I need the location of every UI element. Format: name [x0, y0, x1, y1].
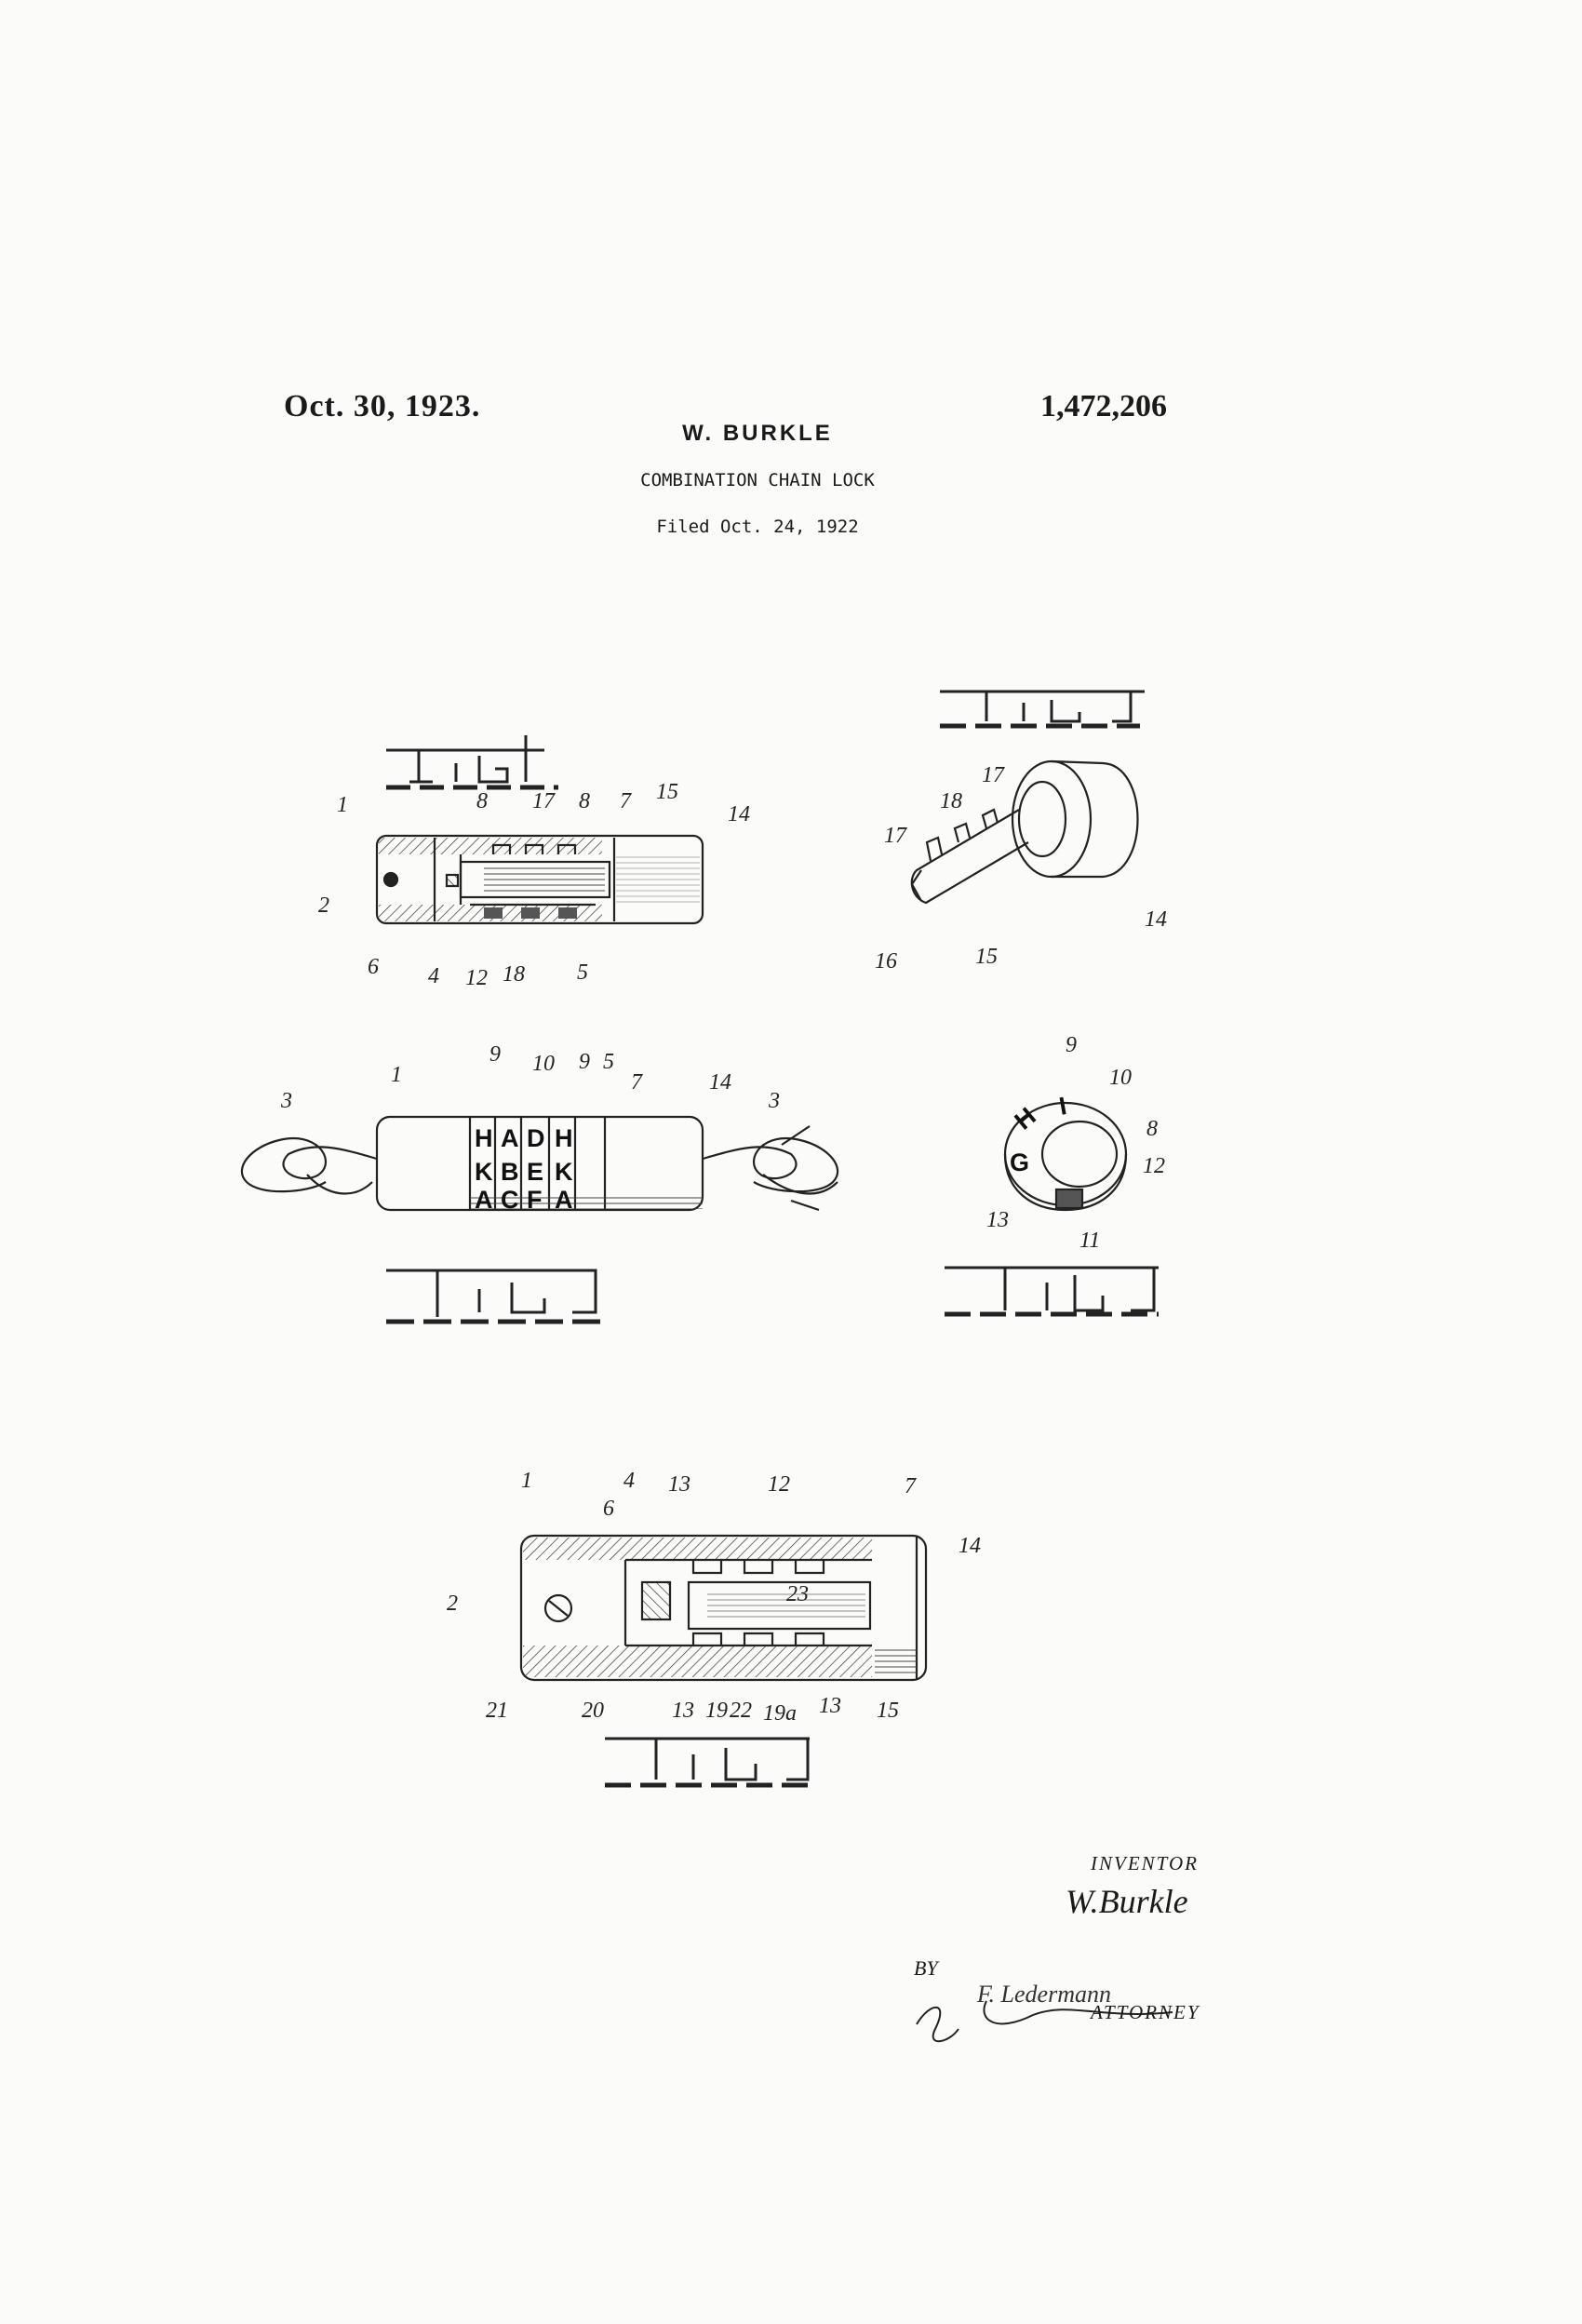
dial-letter: E [527, 1158, 543, 1186]
fig-3-label [940, 690, 1145, 729]
ref-numeral: 8 [579, 789, 590, 813]
ref-numeral: 3 [768, 1089, 780, 1113]
fig-4-refs: 9 10 8 12 13 11 [986, 1033, 1165, 1253]
ref-numeral: 19a [763, 1701, 797, 1726]
inventor-signature: W.Burkle [1066, 1883, 1188, 1920]
attorney-signature-flourish [916, 2000, 1173, 2043]
ref-numeral: 14 [1145, 907, 1167, 932]
ref-numeral: 20 [582, 1699, 604, 1723]
dial-letter: A [555, 1186, 573, 1214]
ref-numeral: 8 [476, 789, 488, 813]
ref-numeral: 4 [623, 1469, 635, 1493]
ref-numeral: 14 [709, 1070, 731, 1095]
ref-numeral: 6 [368, 955, 379, 979]
ref-numeral: 7 [631, 1070, 643, 1095]
ref-numeral: 15 [656, 780, 678, 804]
fig-5 [519, 1534, 928, 1788]
dial-letter: A [501, 1124, 519, 1152]
ref-numeral: 12 [465, 966, 488, 990]
ref-numeral: 22 [730, 1699, 752, 1723]
fig-1-refs: 1 2 8 17 8 7 15 14 6 4 12 18 5 [318, 780, 750, 990]
fig-5-refs: 1 4 13 12 7 6 14 2 23 21 20 13 19 22 19a… [447, 1469, 981, 1726]
attorney-label: ATTORNEY [1091, 2001, 1200, 2023]
dial-letter: K [475, 1158, 493, 1186]
fig-2-refs: 9 10 9 5 7 14 1 3 3 [280, 1042, 780, 1113]
fig-1 [375, 735, 704, 925]
ref-numeral: 16 [875, 949, 897, 974]
ref-numeral: 15 [877, 1699, 899, 1723]
ref-numeral: 7 [905, 1474, 917, 1498]
ref-numeral: 21 [486, 1699, 508, 1723]
by-label: BY [914, 1956, 938, 1980]
patent-number: 1,472,206 [1040, 389, 1167, 423]
dial-letter: A [475, 1186, 493, 1214]
dial-letter: H [1010, 1102, 1041, 1135]
ref-numeral: 23 [786, 1582, 809, 1606]
filed-date: Filed Oct. 24, 1922 [656, 517, 859, 537]
dial-letter: G [1010, 1149, 1029, 1176]
dial-letter: B [501, 1158, 519, 1186]
ref-numeral: 13 [819, 1694, 841, 1718]
dial-letter: K [555, 1158, 573, 1186]
ref-numeral: 14 [728, 802, 750, 826]
dial-letter: H [475, 1124, 493, 1152]
fig-2-dial-letters: H A D H K B E K A C F A [475, 1124, 573, 1214]
ref-numeral: 8 [1146, 1117, 1158, 1141]
patent-date: Oct. 30, 1923. [284, 389, 481, 423]
fig-3 [910, 690, 1145, 905]
ref-numeral: 9 [579, 1050, 590, 1074]
ref-numeral: 17 [532, 789, 556, 813]
dial-letter: F [527, 1186, 543, 1214]
fig-2 [240, 1115, 839, 1212]
ref-numeral: 5 [603, 1050, 614, 1074]
ref-numeral: 3 [280, 1089, 292, 1113]
dial-letter: D [527, 1124, 545, 1152]
ref-numeral: 2 [447, 1592, 458, 1616]
ref-numeral: 13 [668, 1472, 690, 1497]
ref-numeral: 13 [672, 1699, 694, 1723]
ref-numeral: 1 [391, 1063, 402, 1087]
ref-numeral: 12 [1143, 1154, 1165, 1178]
inventor-label: INVENTOR [1091, 1852, 1199, 1874]
fig-5-label [605, 1737, 810, 1788]
ref-numeral: 14 [959, 1534, 981, 1558]
ref-numeral: 11 [1079, 1229, 1100, 1253]
ref-numeral: 1 [337, 793, 348, 817]
ref-numeral: 4 [428, 964, 439, 988]
fig-3-refs: 17 18 17 14 16 15 [875, 763, 1167, 974]
ref-numeral: 9 [1066, 1033, 1077, 1057]
ref-numeral: 9 [489, 1042, 501, 1067]
ref-numeral: 18 [503, 962, 525, 987]
ref-numeral: 17 [982, 763, 1005, 787]
patent-title: COMBINATION CHAIN LOCK [640, 470, 875, 490]
ref-numeral: 10 [532, 1052, 555, 1076]
dial-letter: C [501, 1186, 519, 1214]
ref-numeral: 6 [603, 1497, 614, 1521]
fig-4-dial-letters: G H I [1010, 1092, 1069, 1176]
ref-numeral: 19 [705, 1699, 728, 1723]
attorney-signature: F. Ledermann [977, 1981, 1111, 2008]
ref-numeral: 17 [884, 824, 907, 848]
ref-numeral: 10 [1109, 1066, 1132, 1090]
ref-numeral: 7 [620, 789, 632, 813]
ref-numeral: 1 [521, 1469, 532, 1493]
dial-letter: I [1057, 1092, 1069, 1121]
ref-numeral: 5 [577, 960, 588, 985]
fig-4 [945, 1101, 1159, 1317]
inventor-name-header: W. BURKLE [682, 421, 833, 446]
ref-numeral: 13 [986, 1208, 1009, 1232]
ref-numeral: 18 [940, 789, 962, 813]
dial-letter: H [555, 1124, 573, 1152]
fig-2-label [386, 1269, 600, 1324]
fig-1-label [386, 735, 558, 790]
ref-numeral: 15 [975, 945, 998, 969]
ref-numeral: 2 [318, 893, 329, 918]
fig-4-label [945, 1266, 1159, 1317]
ref-numeral: 12 [768, 1472, 790, 1497]
